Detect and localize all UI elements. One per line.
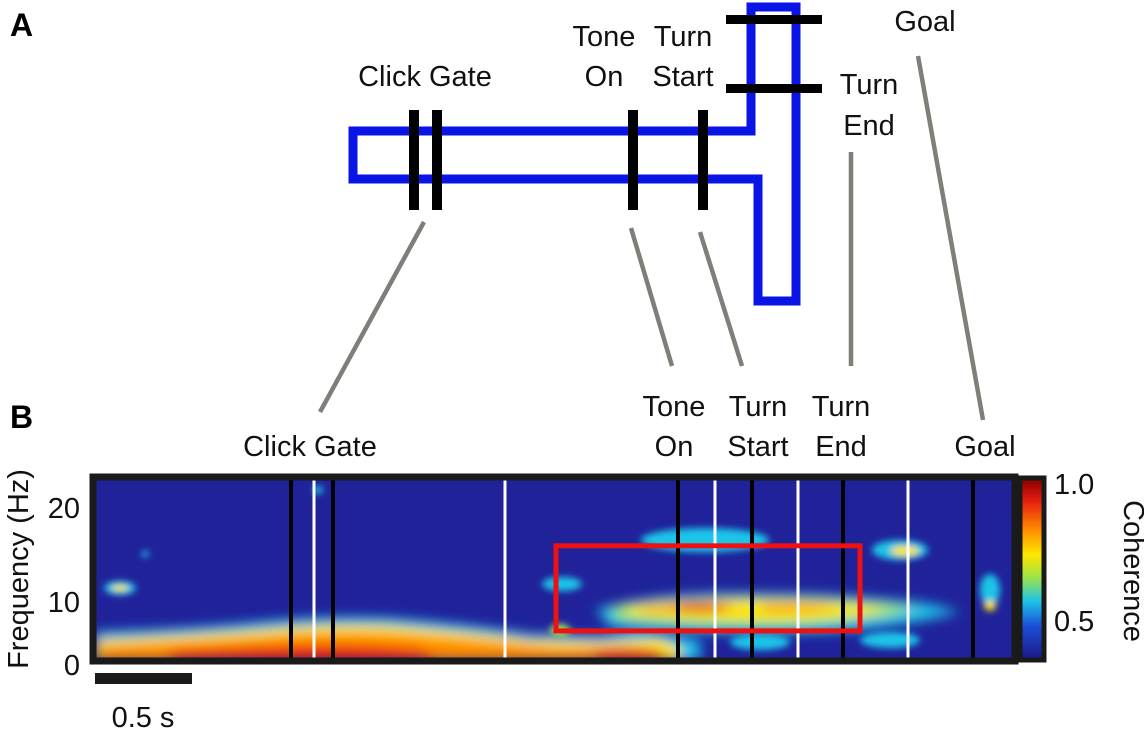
coherence-heatmap (89, 473, 1019, 665)
maze-label-turn: Turn (654, 21, 713, 53)
highlight-box (553, 543, 863, 634)
maze-label-turn-end-2: End (843, 110, 895, 142)
scale-bar-label: 0.5 s (112, 702, 175, 734)
maze-label-tone: Tone (573, 21, 636, 53)
gate-turn-end (726, 84, 822, 93)
connector-click-gate (318, 220, 426, 414)
y-tick-0: 0 (64, 650, 80, 682)
y-tick-10: 10 (48, 587, 80, 619)
colorbar: 1.0 0.5 Coherence (1017, 469, 1144, 663)
colorbar-min-label: 0.5 (1054, 606, 1094, 638)
panel-label-b: B (10, 399, 33, 435)
event-label-click-gate: Click Gate (243, 431, 377, 463)
event-label-on: On (655, 431, 694, 463)
connector-tone-on (628, 227, 675, 367)
maze-label-click-gate: Click Gate (358, 61, 492, 93)
connector-turn-start (697, 231, 745, 367)
y-tick-20: 20 (48, 493, 80, 525)
colorbar-title: Coherence (1117, 500, 1144, 642)
event-label-turn-start-2: Start (727, 431, 788, 463)
maze-label-goal: Goal (894, 6, 955, 38)
gate-tone-on (628, 110, 638, 210)
y-axis-label: Frequency (Hz) (3, 469, 35, 669)
event-label-turn-start-1: Turn (729, 391, 788, 423)
y-axis: Frequency (Hz) 0 10 20 (3, 469, 80, 682)
maze-label-turn-end-1: Turn (840, 69, 899, 101)
colorbar-max-label: 1.0 (1054, 469, 1094, 501)
gate-turn-start (698, 110, 708, 210)
connector-lines (318, 55, 986, 421)
maze-label-start: Start (652, 61, 713, 93)
maze-label-on: On (585, 61, 624, 93)
heatmap-lines (289, 480, 975, 658)
heatmap-frame (89, 473, 1019, 665)
connector-goal (915, 55, 986, 421)
event-label-tone: Tone (643, 391, 706, 423)
event-label-goal: Goal (954, 431, 1015, 463)
colorbar-frame (1017, 475, 1047, 663)
panel-label-a: A (10, 7, 33, 43)
colorbar-gradient (1022, 480, 1042, 658)
gate-goal (726, 15, 822, 24)
event-label-turn-end-1: Turn (812, 391, 871, 423)
scale-bar-line (95, 673, 192, 684)
gate-click-1 (409, 110, 419, 210)
time-scale-bar: 0.5 s (95, 673, 192, 734)
gate-click-2 (432, 110, 442, 210)
heatmap-blobs (96, 486, 1000, 658)
event-label-turn-end-2: End (815, 431, 867, 463)
maze-diagram (348, 2, 822, 306)
